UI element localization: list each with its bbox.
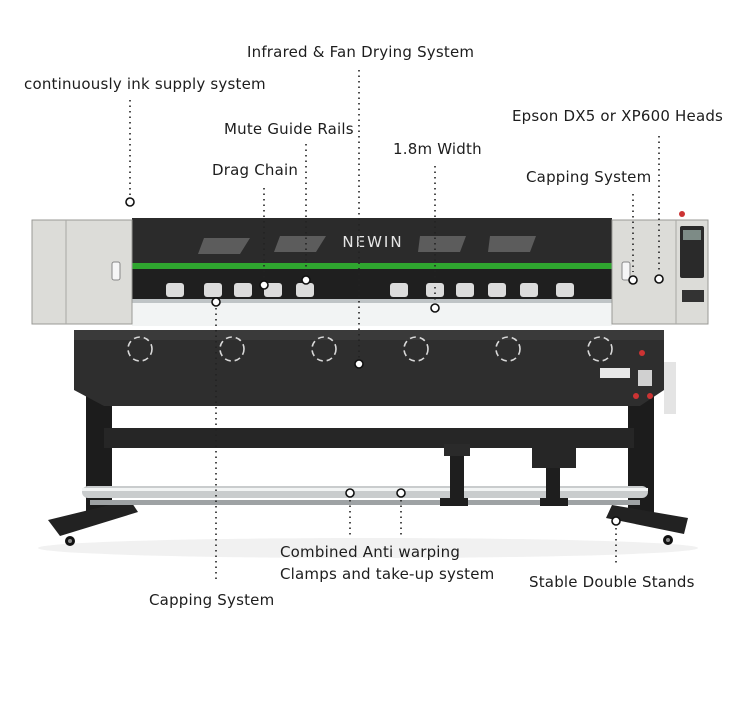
callout-capping-right: Capping System xyxy=(526,168,652,186)
platen xyxy=(132,299,612,326)
left-side-panel xyxy=(31,219,133,325)
right-side-panel xyxy=(611,211,709,325)
callout-anti-warping: Combined Anti warping Clamps and take-up… xyxy=(280,541,494,585)
callout-epson-heads: Epson DX5 or XP600 Heads xyxy=(512,107,724,125)
brand-logo: NEWIN xyxy=(342,233,403,251)
callout-ink-supply: continuously ink supply system xyxy=(24,75,266,93)
printer-body: NEWIN xyxy=(132,218,612,326)
callout-anti-warping-line2: Clamps and take-up system xyxy=(280,565,495,583)
callout-drag-chain: Drag Chain xyxy=(212,161,299,179)
callout-anti-warping-line1: Combined Anti warping xyxy=(280,543,461,561)
callout-capping-bottom: Capping System xyxy=(149,591,275,609)
callout-width: 1.8m Width xyxy=(393,140,482,158)
take-up-roller xyxy=(82,440,648,506)
green-strip xyxy=(132,263,612,269)
callout-dots xyxy=(125,197,664,526)
stand-crossbar xyxy=(104,428,634,448)
callout-stable-stands: Stable Double Stands xyxy=(529,573,695,591)
stand-left xyxy=(48,390,138,546)
leader-lines xyxy=(129,70,660,580)
dryer-body xyxy=(74,330,676,414)
callout-drying-system: Infrared & Fan Drying System xyxy=(247,43,475,61)
callout-guide-rails: Mute Guide Rails xyxy=(224,120,354,138)
